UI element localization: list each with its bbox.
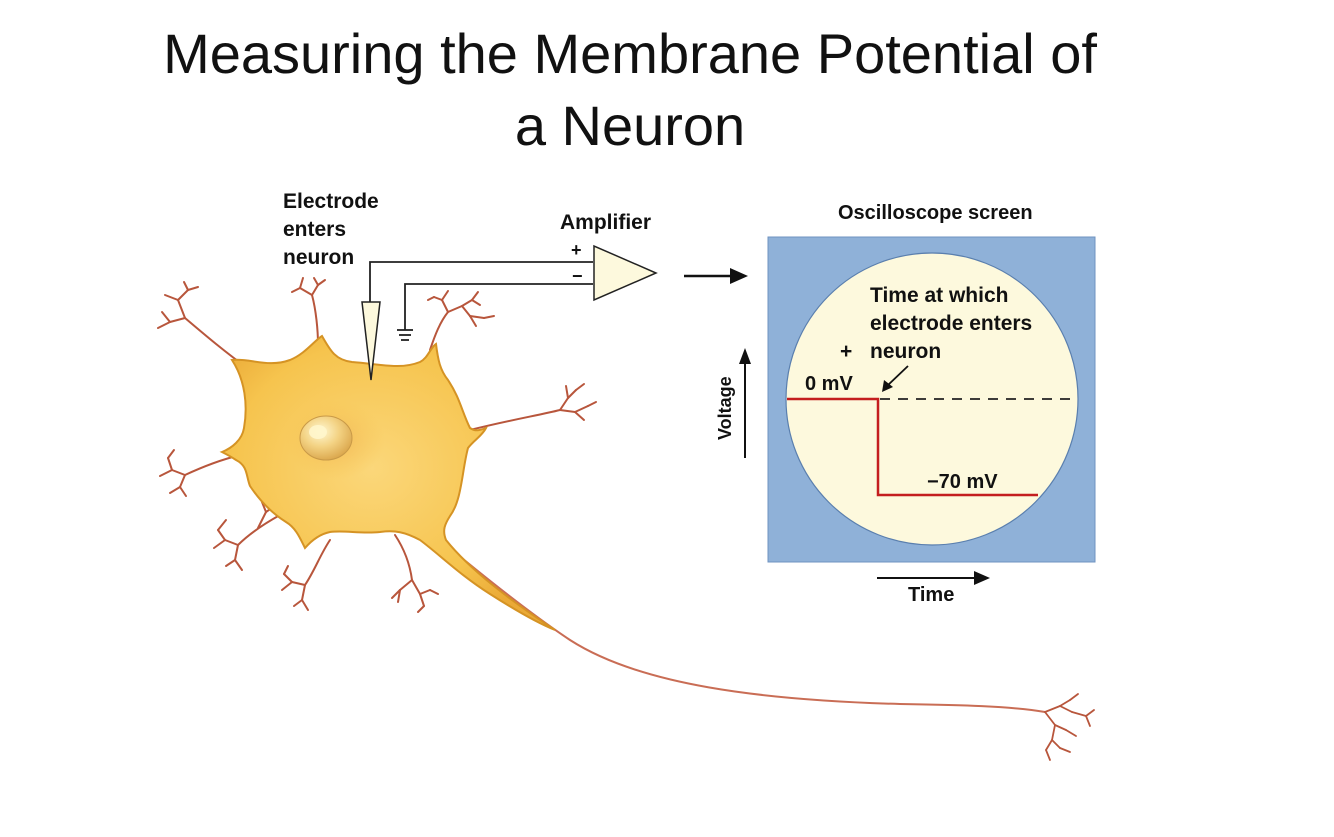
nucleus xyxy=(299,415,353,461)
time-axis-arrow xyxy=(877,571,990,585)
electrode-label-line-1: Electrode xyxy=(283,190,379,213)
annotation-line-2: electrode enters xyxy=(870,312,1032,335)
annotation-line-3: neuron xyxy=(870,340,941,363)
oscilloscope xyxy=(767,236,1096,563)
electrode-label-line-3: neuron xyxy=(283,246,354,269)
time-axis-label: Time xyxy=(908,584,954,606)
slide-title: Measuring the Membrane Potential of a Ne… xyxy=(60,18,1200,162)
neuron xyxy=(157,277,1095,761)
amplifier-label: Amplifier xyxy=(560,211,651,234)
membrane-potential-trace xyxy=(787,397,1038,497)
nucleolus-highlight xyxy=(309,425,327,439)
amplifier-plus: + xyxy=(571,240,582,260)
axon xyxy=(439,539,1046,713)
electrode-label-line-2: enters xyxy=(283,218,346,241)
dendrites xyxy=(157,277,597,613)
screen-plus-sign: + xyxy=(840,340,852,363)
annotation-arrowhead xyxy=(882,380,893,392)
ground-wire xyxy=(404,283,593,330)
microelectrode xyxy=(361,301,381,381)
axon-terminal xyxy=(1044,693,1095,761)
neg-seventy-mv-label: −70 mV xyxy=(927,471,998,493)
positive-wire xyxy=(369,261,593,302)
electrode-circuit xyxy=(369,261,593,341)
title-line-1: Measuring the Membrane Potential of xyxy=(163,22,1097,85)
amplifier-symbol xyxy=(593,244,658,302)
amplifier-minus: − xyxy=(572,266,583,286)
annotation-arrow xyxy=(886,365,909,387)
annotation-line-1: Time at which xyxy=(870,284,1008,307)
signal-arrow xyxy=(684,268,748,284)
zero-mv-label: 0 mV xyxy=(805,373,853,395)
oscilloscope-display xyxy=(785,252,1079,546)
oscilloscope-label: Oscilloscope screen xyxy=(838,202,1033,224)
voltage-axis-arrow xyxy=(739,348,751,458)
title-line-2: a Neuron xyxy=(514,94,746,157)
cell-body xyxy=(219,334,556,631)
voltage-axis-label: Voltage xyxy=(715,376,735,440)
